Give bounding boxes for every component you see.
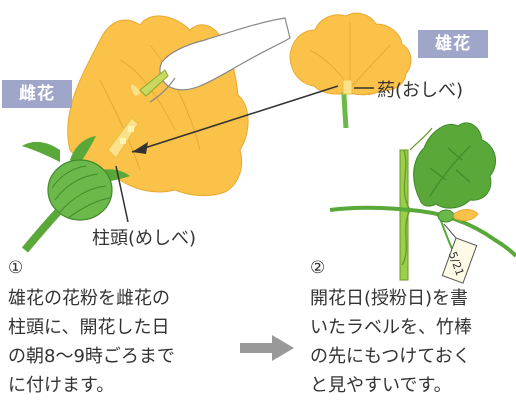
female-ovary	[47, 159, 113, 221]
step2-number: ②	[310, 258, 326, 278]
pollination-arrow	[131, 85, 339, 154]
step2-line: の先にもつけておく	[310, 346, 471, 367]
male-flower	[289, 12, 412, 129]
female-stem	[21, 209, 61, 253]
hand	[131, 17, 291, 103]
date-tag	[441, 223, 478, 284]
small-fruit	[437, 209, 479, 223]
anther-label: 葯(おしべ)	[377, 80, 464, 101]
step1-line: に付けます。	[8, 375, 115, 396]
female-flower-badge: 雌花	[2, 80, 72, 108]
male-flower-badge: 雄花	[418, 30, 488, 58]
step1-number: ①	[8, 258, 24, 278]
stigma-pointer	[115, 165, 129, 223]
step1-line: 柱頭に、開花した日	[8, 317, 170, 338]
right-leaf	[413, 122, 497, 209]
step2-text: 開花日(授粉日)を書 いたラベルを、竹棒 の先にもつけておく と見やすいです。	[310, 284, 516, 400]
step1-line: 雄花の花粉を雌花の	[8, 288, 170, 309]
step2-line: 開花日(授粉日)を書	[310, 288, 469, 309]
female-stigma	[107, 117, 139, 159]
step-arrow	[240, 335, 294, 361]
vine-stem	[329, 205, 516, 258]
stigma-label: 柱頭(めしべ)	[92, 228, 197, 249]
step1-line: の朝8〜9時ごろまで	[8, 346, 175, 367]
step1-text: 雄花の花粉を雌花の 柱頭に、開花した日 の朝8〜9時ごろまで に付けます。	[8, 284, 175, 400]
step2-line: と見やすいです。	[310, 375, 452, 396]
step2-line: いたラベルを、竹棒	[310, 317, 472, 338]
